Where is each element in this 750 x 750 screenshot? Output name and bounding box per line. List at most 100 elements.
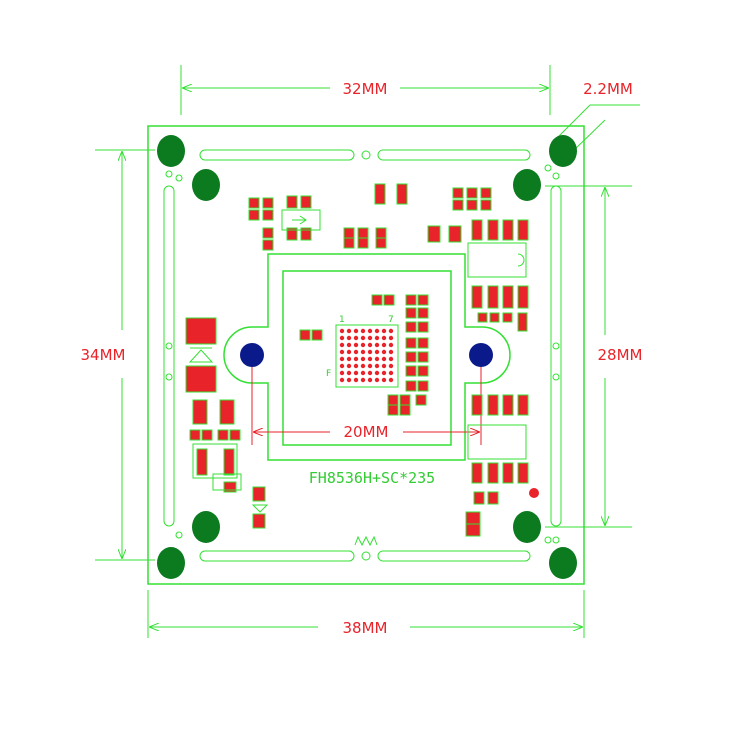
bga-ball xyxy=(367,349,373,355)
lens-hole-right xyxy=(469,343,493,367)
smd-pad xyxy=(262,227,274,239)
bga-ball xyxy=(367,335,373,341)
sensor-bga-balls xyxy=(339,328,394,383)
dimension-left-34mm xyxy=(95,149,155,561)
smd-pad xyxy=(396,183,408,205)
smd-pad xyxy=(452,187,464,199)
lens-hole-left xyxy=(240,343,264,367)
smd-pad xyxy=(517,394,529,416)
smd-pad xyxy=(219,399,235,425)
smd-pad xyxy=(489,312,500,323)
board-model-label: FH8536H+SC*235 xyxy=(309,469,435,487)
bga-ball xyxy=(374,363,380,369)
smd-pad xyxy=(471,285,483,309)
smd-pad xyxy=(487,394,499,416)
smd-pad xyxy=(262,239,274,251)
edge-slots xyxy=(163,149,562,562)
smd-pad xyxy=(405,365,417,377)
bga-ball xyxy=(388,377,394,383)
smd-pad xyxy=(262,197,274,209)
smd-pad xyxy=(487,285,499,309)
bga-ball xyxy=(381,363,387,369)
smd-pad xyxy=(417,294,429,306)
bga-ball xyxy=(360,342,366,348)
dimension-inner-label: 20MM xyxy=(344,423,389,441)
pin-7-mark: 7 xyxy=(388,315,394,325)
smd-pad xyxy=(357,237,369,249)
smd-pad xyxy=(487,462,499,484)
smd-pad xyxy=(517,462,529,484)
bga-ball xyxy=(346,342,352,348)
smd-pad xyxy=(185,365,217,393)
bga-ball xyxy=(381,349,387,355)
smd-pad xyxy=(399,404,411,416)
bga-ball xyxy=(388,370,394,376)
smd-pad xyxy=(286,195,298,209)
bga-ball xyxy=(381,377,387,383)
bga-ball xyxy=(374,377,380,383)
bga-ball xyxy=(360,335,366,341)
led-dot xyxy=(529,488,539,498)
smd-pad xyxy=(487,491,499,505)
bga-ball xyxy=(381,356,387,362)
bga-ball xyxy=(353,363,359,369)
bga-ball xyxy=(374,328,380,334)
bga-ball xyxy=(374,356,380,362)
smd-pad xyxy=(311,329,323,341)
smd-pad xyxy=(217,429,229,441)
lens-holder-outline xyxy=(223,253,511,461)
smd-pad xyxy=(343,237,355,249)
bga-ball xyxy=(367,328,373,334)
bga-ball xyxy=(360,349,366,355)
bga-ball xyxy=(339,342,345,348)
smd-pad xyxy=(223,448,235,476)
smd-pad xyxy=(517,312,528,332)
smd-pad xyxy=(405,337,417,349)
bga-ball xyxy=(346,370,352,376)
bga-ball xyxy=(388,328,394,334)
smd-pad xyxy=(223,481,237,493)
smd-pad xyxy=(252,486,266,502)
smd-pad xyxy=(427,225,441,243)
bga-ball xyxy=(367,356,373,362)
bga-ball xyxy=(346,328,352,334)
diode-symbol-bottom xyxy=(251,504,269,513)
smd-pad xyxy=(502,312,513,323)
smd-pad xyxy=(300,195,312,209)
dimension-bottom-38mm xyxy=(147,590,585,638)
smd-pad xyxy=(466,199,478,211)
smd-pad xyxy=(480,199,492,211)
smd-pad xyxy=(417,337,429,349)
smd-pad xyxy=(252,513,266,529)
smd-pad xyxy=(343,227,355,239)
smd-pad xyxy=(300,227,312,241)
smd-pad xyxy=(417,307,429,319)
bga-ball xyxy=(339,363,345,369)
smd-pad xyxy=(196,448,208,476)
smd-pad xyxy=(466,187,478,199)
smd-pad xyxy=(502,285,514,309)
bga-ball xyxy=(353,377,359,383)
smd-pad xyxy=(480,187,492,199)
smd-pad xyxy=(383,294,395,306)
transistor-arrow-icon xyxy=(292,215,307,225)
smd-pad xyxy=(387,404,399,416)
bga-ball xyxy=(353,342,359,348)
bga-ball xyxy=(381,342,387,348)
smd-pad xyxy=(415,394,427,406)
smd-pad xyxy=(452,199,464,211)
smd-pad xyxy=(502,462,514,484)
bga-ball xyxy=(367,370,373,376)
smd-pad xyxy=(448,225,462,243)
bga-ball xyxy=(339,356,345,362)
bga-ball xyxy=(374,335,380,341)
smd-pad xyxy=(357,227,369,239)
bga-ball xyxy=(339,328,345,334)
bga-ball xyxy=(346,363,352,369)
bga-ball xyxy=(367,377,373,383)
bga-ball xyxy=(374,349,380,355)
bga-ball xyxy=(360,356,366,362)
bga-ball xyxy=(353,370,359,376)
smd-pad xyxy=(262,209,274,221)
sensor-area-outline xyxy=(282,270,452,446)
